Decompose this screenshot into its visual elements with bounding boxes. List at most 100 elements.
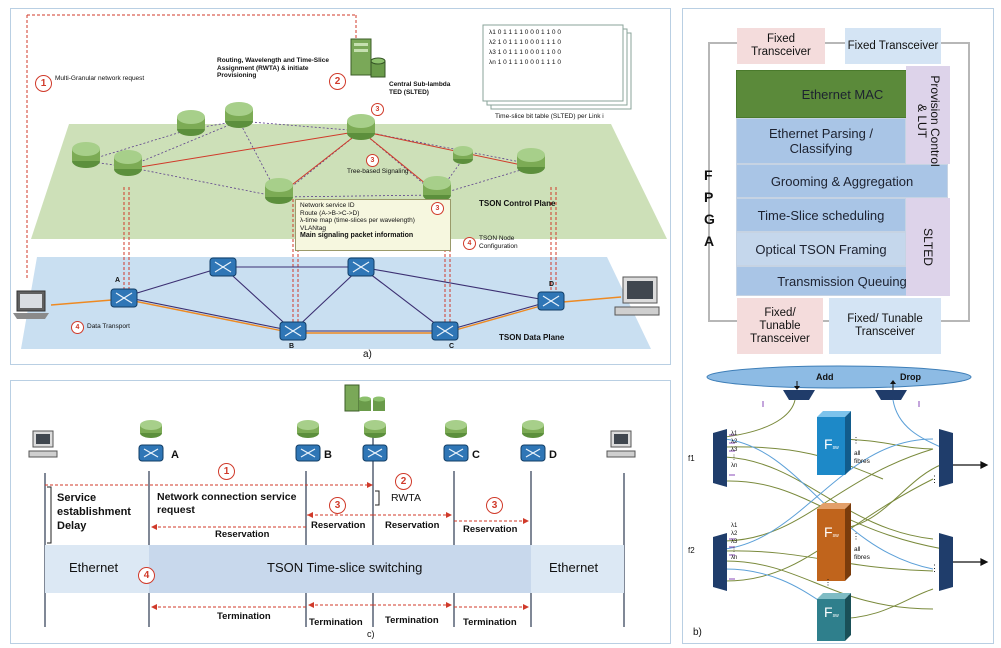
fpga-letter: P	[704, 189, 714, 205]
signal-box-title: Main signaling packet information	[300, 232, 414, 239]
control-plane	[31, 124, 667, 239]
reservation-label: Reservation	[385, 520, 440, 531]
lambda-label: λ2	[731, 439, 738, 445]
fibre-label-2: f2	[688, 546, 695, 555]
ethernet-left-label: Ethernet	[69, 560, 119, 575]
lambda-label: λn	[731, 463, 738, 469]
signal-item: Network service ID	[300, 202, 355, 209]
output-dots: ⋮	[930, 474, 939, 484]
rwta-label: Routing, Wavelength and Time-Slice Assig…	[217, 57, 329, 79]
step-4-marker: 4	[71, 321, 84, 334]
lambda-label: ⋮	[731, 547, 737, 553]
panel-c-caption: c)	[367, 629, 375, 639]
node-d-label: D	[549, 449, 557, 461]
multi-granular-request-label: Multi-Granular network request	[55, 75, 145, 82]
fpga-letter: G	[704, 211, 715, 227]
bit-table-caption: Time-slice bit table (SLTED) per Link i	[495, 113, 604, 120]
switch-dots: ⋮	[852, 436, 860, 445]
fpga-letter: A	[704, 233, 715, 249]
desktop-computer-icon	[614, 276, 660, 316]
provision-control-box: Provision Control & LUT	[906, 66, 950, 167]
step-1-marker: 1	[35, 75, 52, 92]
switch-dots: ⋮	[824, 578, 832, 587]
lambda-label: λ2	[731, 531, 738, 537]
node-config-label: TSON Node Configuration	[479, 235, 518, 250]
panel-a: λ1 0 1 1 1 1 0 0 0 1 1 0 0 λ2 1 0 1 1 1 …	[10, 8, 671, 365]
lambda-label: λn	[731, 555, 738, 561]
panel-c-canvas	[28, 384, 636, 627]
lambda-label: ⋮	[731, 455, 737, 461]
signaling-info-box: Network service ID Route (A->B->C->D) λ-…	[295, 199, 451, 251]
fiber-switch-orange	[817, 503, 851, 581]
step-1-marker: 1	[218, 463, 235, 480]
ethernet-right-band	[531, 545, 624, 593]
reservation-label: Reservation	[463, 524, 518, 535]
bit-row-id: λn	[489, 59, 496, 66]
lambda-label: λ1	[731, 431, 738, 437]
control-routers	[72, 102, 545, 204]
step-2-marker: 2	[329, 73, 346, 90]
bit-row-bits: 1 0 1 1 1 0 0 0 1 1 0 0	[497, 49, 561, 56]
termination-label: Termination	[385, 615, 439, 626]
layer-time-slice: Time-Slice scheduling	[736, 198, 906, 232]
switch-letter: Fsw	[824, 604, 839, 620]
lambda-label: λ1	[731, 523, 738, 529]
rwta-label: RWTA	[391, 492, 421, 504]
signal-item: Route (A->B->C->D)	[300, 209, 360, 217]
bit-row-bits: 1 0 1 1 1 0 0 0 1 1 1 0	[497, 59, 561, 66]
termination-label: Termination	[309, 617, 363, 628]
reservation-label: Reservation	[215, 529, 270, 540]
ethernet-left-band	[45, 545, 149, 593]
ethernet-right-label: Ethernet	[549, 560, 599, 575]
fpga-letter: F	[704, 167, 713, 183]
server-icon	[344, 384, 385, 412]
step-3-marker: 3	[371, 103, 384, 116]
termination-label: Termination	[217, 611, 271, 622]
bit-table-stack	[482, 24, 632, 110]
service-delay-label: Service establishment Delay	[57, 492, 131, 532]
bit-row-id: λ3	[489, 49, 496, 56]
database-icon	[370, 57, 386, 78]
panel-c: A B C D 1 2 3 3 4 Service establishment …	[10, 380, 671, 644]
node-b-label: B	[324, 449, 332, 461]
data-transport-label: Data Transport	[87, 323, 130, 330]
panel-b-caption: b)	[693, 627, 702, 638]
termination-label: Termination	[463, 617, 517, 628]
panel-a-canvas	[13, 14, 667, 349]
node-b-label: B	[289, 343, 295, 350]
connection-request-label: Network connection service request	[157, 491, 297, 516]
step-3-marker: 3	[431, 202, 444, 215]
node-c-label: C	[449, 343, 455, 350]
node-d-label: D	[549, 281, 555, 288]
step-4-marker: 4	[463, 237, 476, 250]
provision-control-label: Provision Control & LUT	[915, 75, 942, 167]
slted-box: SLTED	[906, 198, 950, 296]
step-3-marker: 3	[329, 497, 346, 514]
step-4-marker: 4	[138, 567, 155, 584]
tson-band	[149, 545, 531, 593]
step-3-marker: 3	[486, 497, 503, 514]
bit-row-bits: 0 1 1 1 1 0 0 0 1 1 0 0	[497, 29, 561, 36]
reservation-label: Reservation	[311, 520, 366, 531]
desktop-computer-icon	[28, 430, 58, 458]
signal-item: VLANtag	[300, 224, 327, 232]
laptop-icon	[13, 290, 49, 319]
server-icon	[350, 38, 372, 76]
panel-b-canvas	[706, 42, 989, 641]
switch-letter: Fsw	[824, 524, 839, 540]
panel-a-caption: a)	[363, 349, 372, 360]
bit-row-bits: 1 0 1 1 1 0 0 0 1 1 1 0	[497, 39, 561, 46]
node-a-label: A	[115, 277, 121, 284]
top-transceiver-left: Fixed Transceiver	[737, 28, 825, 64]
switch-dots: ⋮	[852, 532, 860, 541]
output-dots: ⋮	[930, 563, 939, 573]
all-fibres-label: all fibres	[854, 546, 870, 561]
desktop-computer-icon	[606, 430, 636, 458]
add-label: Add	[816, 372, 834, 382]
node-a-label: A	[171, 449, 179, 461]
data-plane-label: TSON Data Plane	[499, 333, 565, 342]
switch-letter: Fsw	[824, 436, 839, 452]
node-c-label: C	[472, 449, 480, 461]
bit-row-id: λ2	[489, 39, 496, 46]
add-drop-bus	[706, 365, 972, 389]
